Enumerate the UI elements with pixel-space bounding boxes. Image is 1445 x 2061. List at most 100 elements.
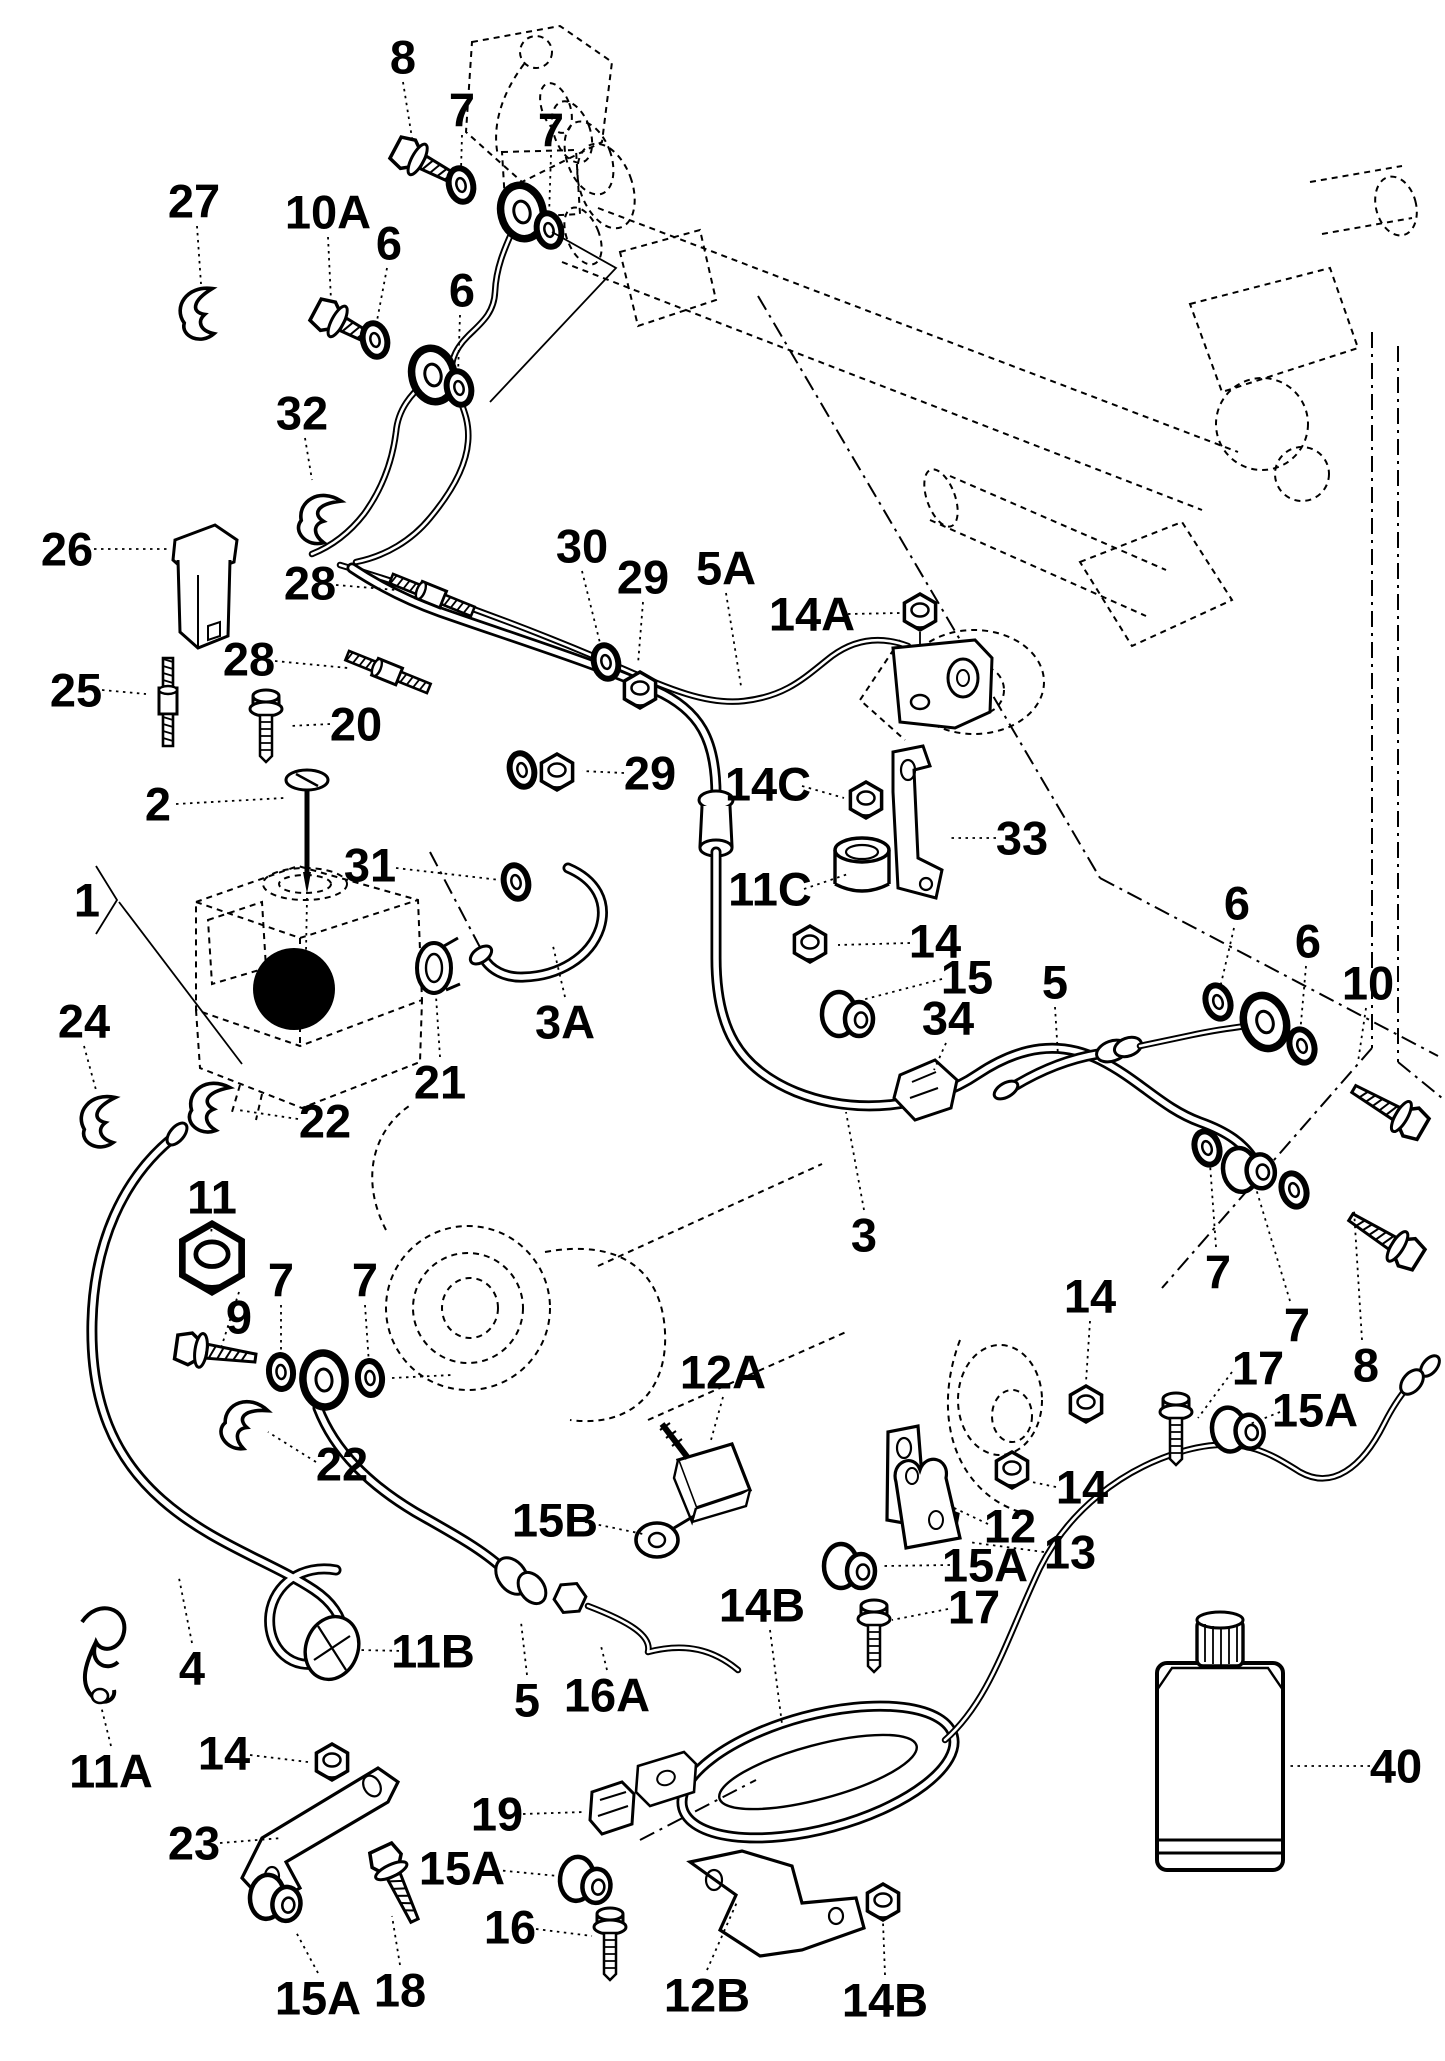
hose-5-right <box>992 1022 1250 1101</box>
part-label-17-49: 17 <box>948 1581 1000 1634</box>
leader-line-15b-51 <box>584 1521 644 1535</box>
part-30-washer <box>590 643 622 682</box>
part-25-stud <box>157 656 179 748</box>
part-label-26-8: 26 <box>41 523 93 576</box>
part-22-clip-lower <box>214 1393 271 1457</box>
hose-3 <box>710 846 1260 1166</box>
leader-line-7-1 <box>460 134 463 171</box>
leader-line-17-49 <box>891 1608 949 1621</box>
part-14-nut-pump <box>792 924 828 964</box>
part-6-washer-right <box>1201 982 1234 1022</box>
part-label-22-25: 22 <box>299 1095 351 1148</box>
leader-line-17-43 <box>1197 1371 1233 1419</box>
part-label-27-3: 27 <box>168 175 220 228</box>
part-29-nut-lower <box>539 752 575 792</box>
part-label-14-42: 14 <box>1064 1270 1116 1323</box>
part-label-15b-51: 15B <box>512 1494 598 1547</box>
part-label-4-52: 4 <box>179 1642 205 1695</box>
part-11C-clamp <box>833 836 891 893</box>
part-label-18-63: 18 <box>374 1964 426 2017</box>
part-7-washer-m2 <box>356 1360 383 1396</box>
part-40-fluid-bottle <box>1155 1610 1285 1872</box>
leader-line-15a-62 <box>295 1931 319 1974</box>
leader-line-12-46 <box>949 1505 989 1525</box>
part-16-screw <box>592 1906 628 1982</box>
leader-line-22-40 <box>267 1431 317 1463</box>
part-6-washer <box>359 321 391 360</box>
part-label-11c-21: 11C <box>728 863 812 916</box>
part-label-14a-18: 14A <box>769 588 855 641</box>
reservoir-port-blackout <box>253 948 335 1030</box>
leader-line-7-67 <box>1209 1163 1217 1248</box>
part-33-bracket <box>891 744 944 900</box>
leader-line-10a-4 <box>327 236 332 301</box>
part-label-40-66: 40 <box>1370 1740 1422 1793</box>
part-22-clip-upper <box>186 1079 232 1136</box>
part-15A-bushing-bm <box>558 1855 613 1904</box>
leader-line-10-33 <box>1357 1007 1367 1063</box>
part-29-washer-lower <box>506 751 538 790</box>
leader-line-31-35 <box>395 867 501 881</box>
leader-line-6-31 <box>1219 927 1235 989</box>
fluid-reservoir <box>195 864 424 1121</box>
part-label-14b-65: 14B <box>842 1974 928 2027</box>
leader-line-6-5 <box>375 267 388 327</box>
leader-line-34-29 <box>933 1042 947 1071</box>
leader-line-13-47 <box>967 1541 1045 1553</box>
part-label-10a-4: 10A <box>285 186 371 239</box>
part-label-14c-19: 14C <box>725 758 811 811</box>
leader-line-7-39 <box>364 1304 370 1365</box>
part-28-stud-lower <box>342 645 434 699</box>
leader-line-12b-64 <box>706 1901 738 1971</box>
leader-line-28-11 <box>274 660 349 669</box>
leader-line-29-16 <box>637 601 644 665</box>
pipe-loop-exit <box>941 1354 1441 1744</box>
part-label-31-35: 31 <box>344 839 396 892</box>
leader-line-15a-48 <box>883 1564 951 1567</box>
part-10-bolt <box>1343 1072 1434 1146</box>
leader-line-11-26 <box>210 1221 213 1237</box>
part-label-7-67: 7 <box>1205 1246 1231 1299</box>
part-15B-eyelet <box>634 1514 695 1559</box>
part-label-7-68: 7 <box>1284 1299 1310 1352</box>
leader-line-14-57 <box>249 1754 309 1763</box>
part-14A-nut <box>902 592 938 632</box>
hose-pump-suction <box>346 562 735 858</box>
part-label-7-39: 7 <box>352 1254 378 1307</box>
part-label-2-13: 2 <box>145 778 171 831</box>
bracket-1-callout <box>95 865 243 1065</box>
leader-line-14-45 <box>1031 1481 1057 1488</box>
part-11-nut <box>182 1224 241 1292</box>
part-20-screw <box>248 688 284 764</box>
part-label-6-31: 6 <box>1224 877 1250 930</box>
leader-line-11c-21 <box>803 873 849 890</box>
part-6-washer-right-b <box>1285 1026 1318 1066</box>
part-label-14b-50: 14B <box>719 1579 805 1632</box>
part-label-5-30: 5 <box>1042 956 1068 1009</box>
part-15A-bushing-mr <box>824 1544 875 1588</box>
leader-line-29-36 <box>581 770 625 774</box>
part-label-22-40: 22 <box>316 1438 368 1491</box>
leader-line-21-24 <box>435 995 441 1058</box>
leader-line-3a-22 <box>552 945 566 998</box>
leader-line-14a-18 <box>847 612 901 615</box>
part-6-washer-b <box>443 369 475 408</box>
leader-line-5a-17 <box>725 592 742 687</box>
part-label-8-0: 8 <box>390 31 416 84</box>
leader-line-15a-60 <box>495 1869 559 1877</box>
part-14-nut-m2 <box>994 1450 1030 1490</box>
part-label-14-45: 14 <box>1056 1461 1108 1514</box>
leader-line-19-59 <box>522 1811 585 1815</box>
part-label-7-1: 7 <box>449 84 475 137</box>
part-label-16-61: 16 <box>484 1901 536 1954</box>
pointer-line-rack <box>489 231 618 403</box>
leader-line-8-69 <box>1353 1209 1363 1341</box>
part-banjo-right <box>1237 990 1294 1054</box>
pump-reference <box>371 1103 847 1423</box>
part-label-21-24: 21 <box>414 1056 466 1109</box>
part-label-33-20: 33 <box>996 812 1048 865</box>
part-label-15a-44: 15A <box>1272 1384 1358 1437</box>
leader-line-15a-44 <box>1249 1411 1281 1425</box>
